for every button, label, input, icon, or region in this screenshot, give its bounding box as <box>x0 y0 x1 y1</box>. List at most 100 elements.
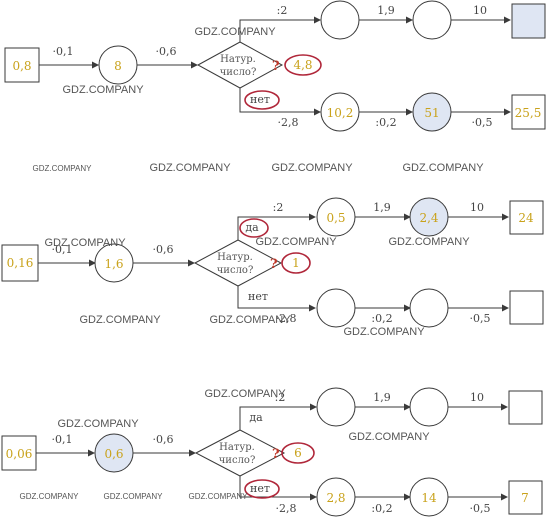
branch-value: 6 <box>294 446 302 460</box>
watermark: GDZ.COMPANY <box>149 162 231 174</box>
question-mark: ? <box>270 257 278 272</box>
circle-value: 2,8 <box>326 491 345 505</box>
scheme-1: 0,8 ·0,1 8 ·0,6 Натур. число? ? 4,8 :2 1… <box>4 0 546 132</box>
input-box <box>1 244 39 282</box>
input-box <box>1 435 37 471</box>
circle-node <box>409 288 449 328</box>
op-label: 10 <box>470 391 484 404</box>
no-label: нет <box>250 482 270 495</box>
circle-node <box>316 288 356 328</box>
no-branch <box>239 476 317 501</box>
yes-label: да <box>249 411 263 424</box>
diamond-line2: число? <box>219 455 256 466</box>
answer-ring <box>244 479 280 499</box>
op-label: ·0,6 <box>156 45 177 58</box>
watermark: GDZ.COMPANY <box>44 237 126 249</box>
watermark: GDZ.COMPANY <box>20 492 80 501</box>
watermark: GDZ.COMPANY <box>402 162 484 174</box>
op-label: ·0,6 <box>153 433 174 446</box>
diamond-line2: число? <box>220 67 257 78</box>
watermark: GDZ.COMPANY <box>271 162 353 174</box>
diamond-line2: число? <box>217 265 254 276</box>
op-label: ·0,1 <box>52 243 73 256</box>
watermark: GDZ.COMPANY <box>62 84 144 96</box>
answer-ring <box>284 54 322 76</box>
output-value: 7 <box>521 491 529 505</box>
output-box <box>509 200 544 235</box>
circle-node <box>316 387 356 427</box>
yes-label: да <box>245 221 259 234</box>
branch-value: 4,8 <box>293 58 312 72</box>
answer-ring <box>239 218 269 238</box>
watermarks: GDZ.COMPANY GDZ.COMPANY GDZ.COMPANY GDZ.… <box>20 26 485 501</box>
question-mark: ? <box>272 59 280 74</box>
yes-branch <box>239 16 321 42</box>
decision-diamond <box>193 239 283 287</box>
branch-value: 1 <box>292 256 300 270</box>
watermark: GDZ.COMPANY <box>33 164 93 173</box>
watermark: GDZ.COMPANY <box>255 236 337 248</box>
output-box <box>509 290 544 325</box>
no-branch <box>239 88 321 116</box>
no-branch <box>237 286 316 312</box>
question-mark: ? <box>272 447 280 462</box>
no-label: нет <box>248 290 268 303</box>
circle-value: 2,4 <box>419 211 438 225</box>
op-label: ·0,5 <box>470 312 491 325</box>
diamond-line1: Натур. <box>220 54 256 65</box>
op-label: :0,2 <box>371 312 392 325</box>
op-label: ·2,8 <box>276 502 297 515</box>
watermark: GDZ.COMPANY <box>79 314 161 326</box>
watermark: GDZ.COMPANY <box>343 326 425 338</box>
op-label: :2 <box>277 4 288 17</box>
scheme-2: 0,16 ·0,1 1,6 ·0,6 Натур. число? ? 1 да … <box>1 197 544 328</box>
input-value: 0,8 <box>12 59 31 73</box>
circle-node <box>412 0 452 40</box>
op-label: 1,9 <box>373 391 391 404</box>
watermark: GDZ.COMPANY <box>348 431 430 443</box>
input-value: 0,16 <box>7 256 34 270</box>
op-label: 1,9 <box>373 201 391 214</box>
op-label: ·0,1 <box>53 45 74 58</box>
circle-value: 10,2 <box>327 106 354 120</box>
diamond-line1: Натур. <box>219 442 255 453</box>
watermark: GDZ.COMPANY <box>189 492 249 501</box>
yes-branch <box>239 403 317 430</box>
output-value: 24 <box>518 211 534 225</box>
no-label: нет <box>250 93 270 106</box>
op-label: ·0,1 <box>52 433 73 446</box>
circle-value: 0,6 <box>104 447 123 461</box>
answer-ring <box>281 442 315 464</box>
watermark: GDZ.COMPANY <box>204 388 286 400</box>
op-label: :2 <box>273 201 284 214</box>
watermark: GDZ.COMPANY <box>209 314 291 326</box>
watermark: GDZ.COMPANY <box>194 26 276 38</box>
answer-ring <box>281 252 311 274</box>
yes-branch <box>237 213 316 240</box>
watermark: GDZ.COMPANY <box>388 236 470 248</box>
op-label: :2 <box>275 391 286 404</box>
input-box <box>4 47 40 83</box>
input-value: 0,06 <box>6 447 33 461</box>
circle-value: 14 <box>421 491 437 505</box>
circle-value: 51 <box>424 106 439 120</box>
watermark: GDZ.COMPANY <box>57 418 139 430</box>
op-label: ·0,5 <box>472 116 493 129</box>
output-box <box>508 390 543 425</box>
op-label: ·0,5 <box>470 502 491 515</box>
diamond-line1: Натур. <box>217 252 253 263</box>
op-label: ·2,8 <box>278 116 299 129</box>
op-label: :0,2 <box>371 502 392 515</box>
op-label: ·0,6 <box>153 243 174 256</box>
output-value: 25,5 <box>515 106 542 120</box>
op-label: :0,2 <box>375 116 396 129</box>
circle-value: 8 <box>114 59 122 73</box>
decision-diamond <box>194 429 286 477</box>
circle-node <box>320 0 360 40</box>
circle-value: 1,6 <box>104 257 123 271</box>
circle-value: 0,5 <box>326 211 345 225</box>
decision-diamond <box>196 41 284 89</box>
output-box <box>508 480 543 515</box>
op-label: 10 <box>470 201 484 214</box>
